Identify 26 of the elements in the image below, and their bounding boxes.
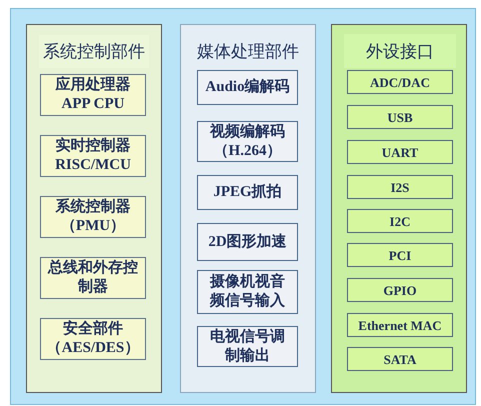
column-panel — [331, 24, 467, 393]
component-box: JPEG抓拍 — [197, 175, 298, 210]
component-box: 实时控制器 RISC/MCU — [40, 135, 146, 177]
column-heading: 系统控制部件 — [39, 35, 149, 68]
component-box: USB — [347, 105, 453, 129]
component-box: 2D图形加速 — [197, 223, 298, 261]
component-box: GPIO — [347, 278, 453, 302]
component-box: Audio编解码 — [197, 70, 298, 105]
component-box: SATA — [347, 347, 453, 371]
component-box: 安全部件（AES/DES） — [40, 318, 146, 360]
component-box: 视频编解码（H.264） — [197, 121, 298, 162]
component-box: ADC/DAC — [347, 70, 453, 94]
component-box: 系统控制器（PMU） — [40, 196, 146, 238]
component-box: I2C — [347, 209, 453, 233]
component-box: I2S — [347, 175, 453, 199]
component-box: 摄像机视音频信号输入 — [197, 270, 298, 314]
component-box: 总线和外存控制器 — [40, 257, 146, 299]
column-heading: 媒体处理部件 — [196, 41, 300, 63]
component-box: UART — [347, 140, 453, 164]
component-box: Ethernet MAC — [347, 313, 453, 337]
column-panel — [26, 24, 162, 393]
component-box: PCI — [347, 243, 453, 267]
component-box: 电视信号调制输出 — [197, 326, 298, 367]
column-heading: 外设接口 — [344, 34, 456, 68]
column-panel — [180, 24, 316, 393]
component-box: 应用处理器 APP CPU — [40, 74, 146, 116]
